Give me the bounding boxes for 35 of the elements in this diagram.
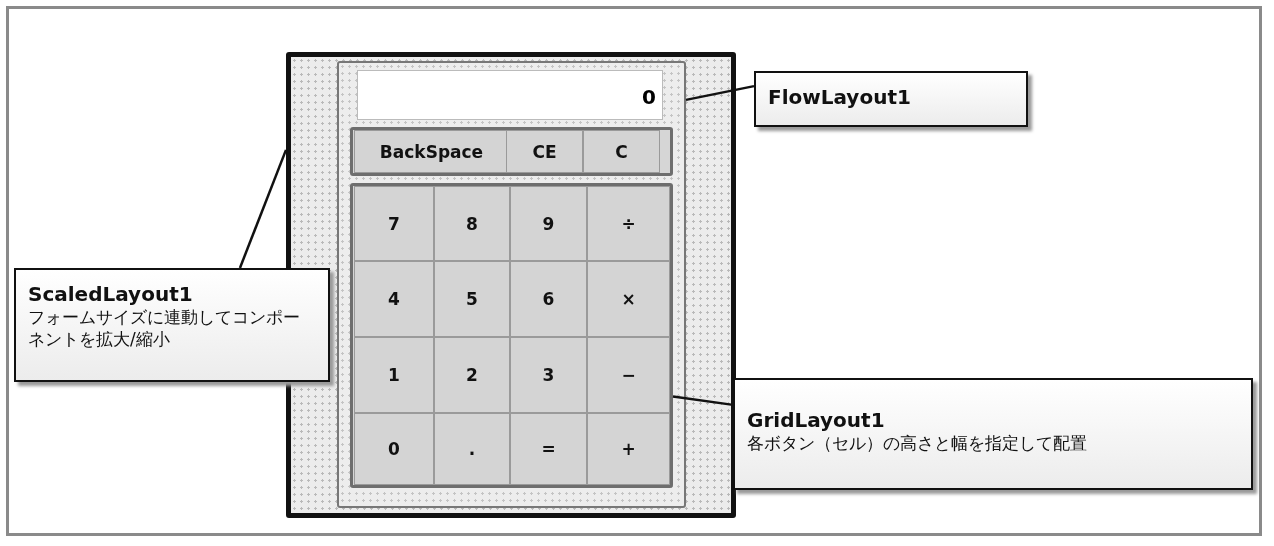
leader-line	[672, 395, 734, 407]
calculator-key: 0	[354, 413, 434, 485]
calculator-key: C	[583, 130, 660, 173]
callout-box	[733, 378, 1253, 490]
calculator-key: 4	[354, 261, 434, 337]
calculator-key: ÷	[587, 186, 670, 261]
callout-box	[754, 71, 1028, 127]
display-field: 0	[357, 70, 663, 120]
calculator-key: 7	[354, 186, 434, 261]
calculator-key: .	[434, 413, 510, 485]
calculator-key: BackSpace	[354, 130, 509, 173]
leader-line	[238, 149, 288, 269]
calculator-key: =	[510, 413, 587, 485]
callout-text: フォームサイズに連動してコンポーネントを拡大/縮小	[28, 306, 301, 351]
calculator-key: 1	[354, 337, 434, 413]
calculator-key: 5	[434, 261, 510, 337]
layout-frame	[286, 52, 736, 518]
leader-line	[685, 84, 755, 102]
callout-title: ScaledLayout1	[28, 282, 194, 306]
calculator-key: 8	[434, 186, 510, 261]
calculator-key: 6	[510, 261, 587, 337]
callout-text: 各ボタン（セル）の高さと幅を指定して配置	[747, 432, 1088, 455]
grid-panel	[350, 183, 673, 488]
calculator-key: CE	[506, 130, 583, 173]
calculator-key: 3	[510, 337, 587, 413]
callout-box	[14, 268, 330, 382]
calculator-key: 9	[510, 186, 587, 261]
calculator-key: −	[587, 337, 670, 413]
calculator-key: +	[587, 413, 670, 485]
flow-panel	[337, 61, 686, 508]
callout-title: FlowLayout1	[768, 85, 912, 109]
calculator-key: 2	[434, 337, 510, 413]
button-row-panel	[350, 127, 673, 176]
calculator-key: ×	[587, 261, 670, 337]
callout-title: GridLayout1	[747, 408, 886, 432]
